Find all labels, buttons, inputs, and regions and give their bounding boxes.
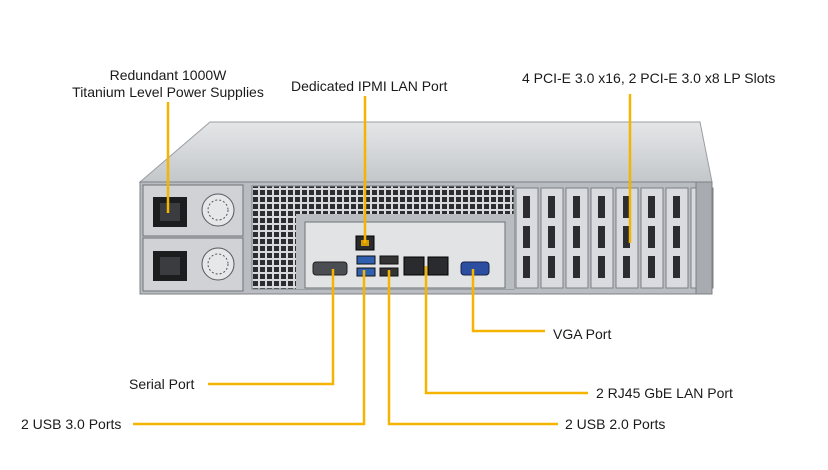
pcie-slot-vent	[598, 256, 605, 278]
leader-line-vga	[471, 269, 545, 333]
label-pcie-slots: 4 PCI-E 3.0 x16, 2 PCI-E 3.0 x8 LP Slots	[522, 70, 776, 86]
pcie-slot-vent	[648, 196, 655, 218]
leader-line-serial	[208, 269, 335, 386]
pcie-slot-vent	[598, 196, 605, 218]
leader-line-usb3	[133, 270, 366, 426]
vga-port-icon	[460, 261, 490, 276]
pcie-slot-vent	[523, 256, 530, 278]
pcie-slot-vent	[573, 196, 580, 218]
pcie-slot-vent	[623, 226, 630, 248]
label-power-supplies: Redundant 1000W Titanium Level Power Sup…	[62, 67, 274, 101]
chassis-top	[138, 121, 713, 183]
leader-line-rj45	[424, 266, 588, 395]
pcie-slot-vent	[548, 256, 555, 278]
label-vga-port: VGA Port	[553, 326, 612, 342]
leader-line-usb2	[387, 270, 558, 426]
pcie-slot-vent	[673, 226, 680, 248]
power-supply-icon	[142, 184, 244, 237]
rj45-port-icon	[403, 256, 449, 276]
pcie-slot-vent	[573, 256, 580, 278]
pcie-slot-vent	[548, 226, 555, 248]
label-usb3-ports: 2 USB 3.0 Ports	[21, 416, 122, 432]
label-power-line-2: Titanium Level Power Supplies	[72, 84, 264, 100]
pcie-slot-vent	[673, 256, 680, 278]
io-shield	[304, 221, 506, 289]
label-rj45-ports: 2 RJ45 GbE LAN Port	[596, 385, 733, 401]
label-usb2-ports: 2 USB 2.0 Ports	[565, 416, 666, 432]
pcie-slot-vent	[648, 226, 655, 248]
label-power-line-1: Redundant 1000W	[109, 67, 227, 83]
power-supply-icon	[142, 237, 244, 292]
pcie-slot-vent	[648, 256, 655, 278]
leader-lines	[133, 94, 632, 426]
chassis-right-edge	[695, 181, 713, 295]
usb-port-icon	[356, 255, 376, 277]
pcie-slot-vent	[623, 256, 630, 278]
serial-port-icon	[312, 261, 348, 276]
pcie-slot-vent	[548, 196, 555, 218]
label-ipmi-port: Dedicated IPMI LAN Port	[291, 78, 448, 94]
pcie-slot-vent	[523, 196, 530, 218]
pcie-slot-vent	[623, 196, 630, 218]
pcie-slot-vent	[573, 226, 580, 248]
pcie-slot-vent	[673, 196, 680, 218]
pcie-slot-vent	[598, 226, 605, 248]
label-serial-port: Serial Port	[129, 376, 195, 392]
pcie-slot-vent	[523, 226, 530, 248]
